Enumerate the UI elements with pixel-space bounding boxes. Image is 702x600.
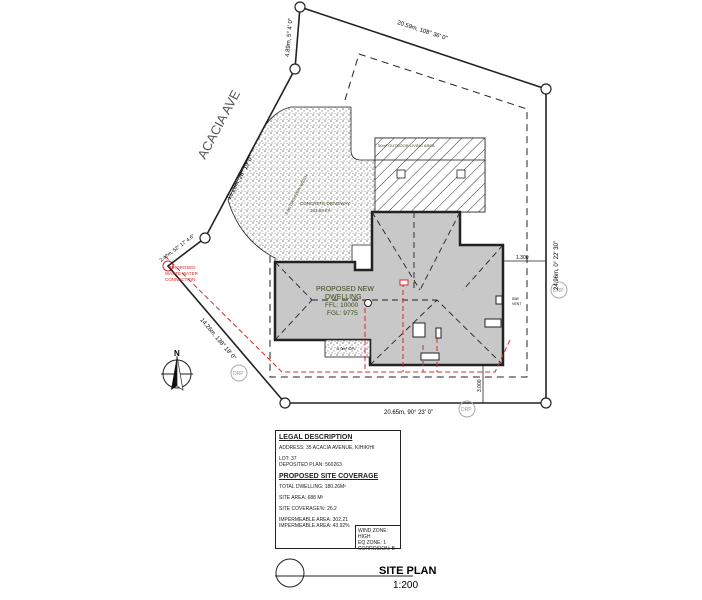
roof-ridge-lines [274,211,504,366]
boundary-label-bottom: 20.65m, 90° 23' 0" [384,410,433,416]
north-label: N [174,349,180,358]
driveway-area: 103.69 m² [310,208,331,213]
wind-zone: WIND ZONE: HIGH [358,528,388,540]
waste-water-label: WASTE WATER [165,271,199,276]
drp-label: DRP [461,407,472,413]
title-symbol [275,558,305,588]
patio [324,339,371,358]
legal-description-box: LEGAL DESCRIPTION ADDRESS: 35 ACACIA AVE… [275,430,401,552]
drp-marker [230,281,568,418]
fixture [435,327,442,339]
legal-title: LEGAL DESCRIPTION [279,434,353,441]
street-name: ACACIA AVE [194,87,243,161]
waste-water-connection-point [162,260,174,272]
waste-water-line [164,255,511,373]
vent [495,295,503,305]
north-arrow-icon: N [161,349,193,391]
vent-label: VENT [512,302,522,306]
driveway-label: CONCRETE DRIVEWAY [300,201,350,206]
zone-box: WIND ZONE: HIGH EQ ZONE: 1 CORROSION: B [355,525,401,552]
boundary-label-top-left: 4.89m, 5° 4' 0" [285,18,294,57]
boundary-peg [199,1,552,409]
fixture [484,318,502,328]
impermeable-area: IMPERMEABLE AREA: 302.21 [279,517,348,523]
boundary-label-right: 24.96m, 0° 22' 30" [554,241,560,290]
vent-label: 50Ø [512,297,519,301]
site-area: SITE AREA: 688 M² [279,495,324,501]
fixture [399,279,409,286]
drawing-scale: 1:200 [393,580,418,591]
waste-water-label: CONNECTION [165,277,195,282]
eq-zone: EQ ZONE: 1 [358,540,387,546]
deposited-plan: DEPOSITED PLAN: 560263 [279,462,342,468]
dimension-bottom: 3.000 [477,379,483,392]
downpipe [364,299,372,307]
outdoor-fixture [456,169,466,179]
fixture [420,352,440,361]
drawing-title: SITE PLAN [379,565,437,577]
outdoor-area-label: 50m² OUTDOOR LIVING AREA [378,143,435,148]
setback-line [269,53,528,378]
dwelling-label: DWELLING [325,294,362,301]
fixture [412,322,426,338]
impermeable-percent: IMPERMEABLE AREA: 43.92% [279,523,350,529]
drp-label: DRP [553,288,564,294]
corrosion: CORROSION: B [358,546,395,552]
boundary-label-top: 20.59m, 108° 36' 0" [396,20,448,42]
fgl-label: FGL: 9775 [327,310,358,317]
outdoor-fixture [396,169,406,179]
ffl-label: FFL: 10000 [325,302,359,309]
site-coverage: SITE COVERAGE%: 26.2 [279,506,337,512]
dimension-right: 1.300 [516,255,529,261]
total-dwelling: TOTAL DWELLING: 180.26M² [279,484,346,490]
coverage-title: PROPOSED SITE COVERAGE [279,473,379,480]
drp-label: DRP [233,371,244,377]
dwelling-label: PROPOSED NEW [316,286,374,293]
patio-label: 1.0m² OP. [337,346,355,351]
address: ADDRESS: 35 ACACIA AVENUE, KIHIKIHI [279,445,375,451]
lot: LOT: 37 [279,456,297,462]
lot-boundary [166,6,547,404]
waste-water-label: PROPOSED [170,265,196,270]
